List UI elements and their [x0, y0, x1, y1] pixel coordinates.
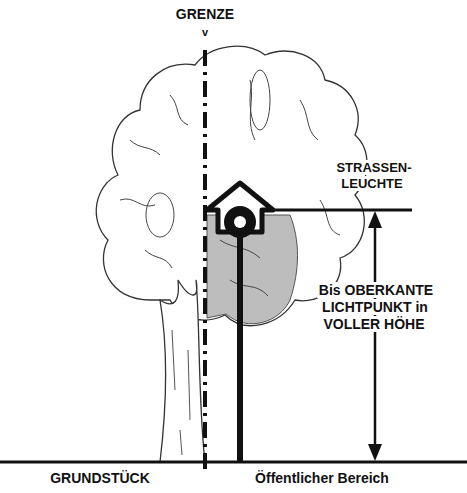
property-label-text: GRUNDSTÜCK	[48, 470, 152, 486]
boundary-label-text: GRENZE	[174, 6, 236, 22]
canopy-texture	[120, 70, 340, 296]
trunk-texture	[172, 330, 190, 455]
arrow-head-top	[368, 211, 382, 228]
boundary-marker: v	[195, 26, 215, 39]
public-area-label-text: Öffentlicher Bereich	[253, 470, 391, 486]
height-note: Bis OBERKANTE LICHTPUNKT in VOLLER HÖHE	[308, 282, 442, 332]
lamp-light	[224, 206, 256, 238]
lamp-label: STRASSEN- LEUCHTE	[318, 160, 428, 191]
height-note-text: Bis OBERKANTE LICHTPUNKT in VOLLER HÖHE	[317, 282, 433, 332]
arrow-head-bottom	[368, 444, 382, 461]
boundary-label: GRENZE	[150, 6, 260, 23]
property-label: GRUNDSTÜCK	[10, 470, 190, 487]
public-area-label: Öffentlicher Bereich	[212, 470, 432, 487]
lamp-light-center	[234, 216, 246, 228]
lamp-label-text: STRASSEN- LEUCHTE	[334, 160, 411, 191]
tree-trunk	[160, 280, 205, 462]
height-reference-line	[262, 209, 412, 212]
ground-line	[0, 461, 467, 464]
boundary-marker-text: v	[200, 26, 210, 38]
boundary-line	[203, 50, 207, 475]
dimension-line	[374, 222, 377, 450]
lamp-pole	[237, 232, 243, 462]
